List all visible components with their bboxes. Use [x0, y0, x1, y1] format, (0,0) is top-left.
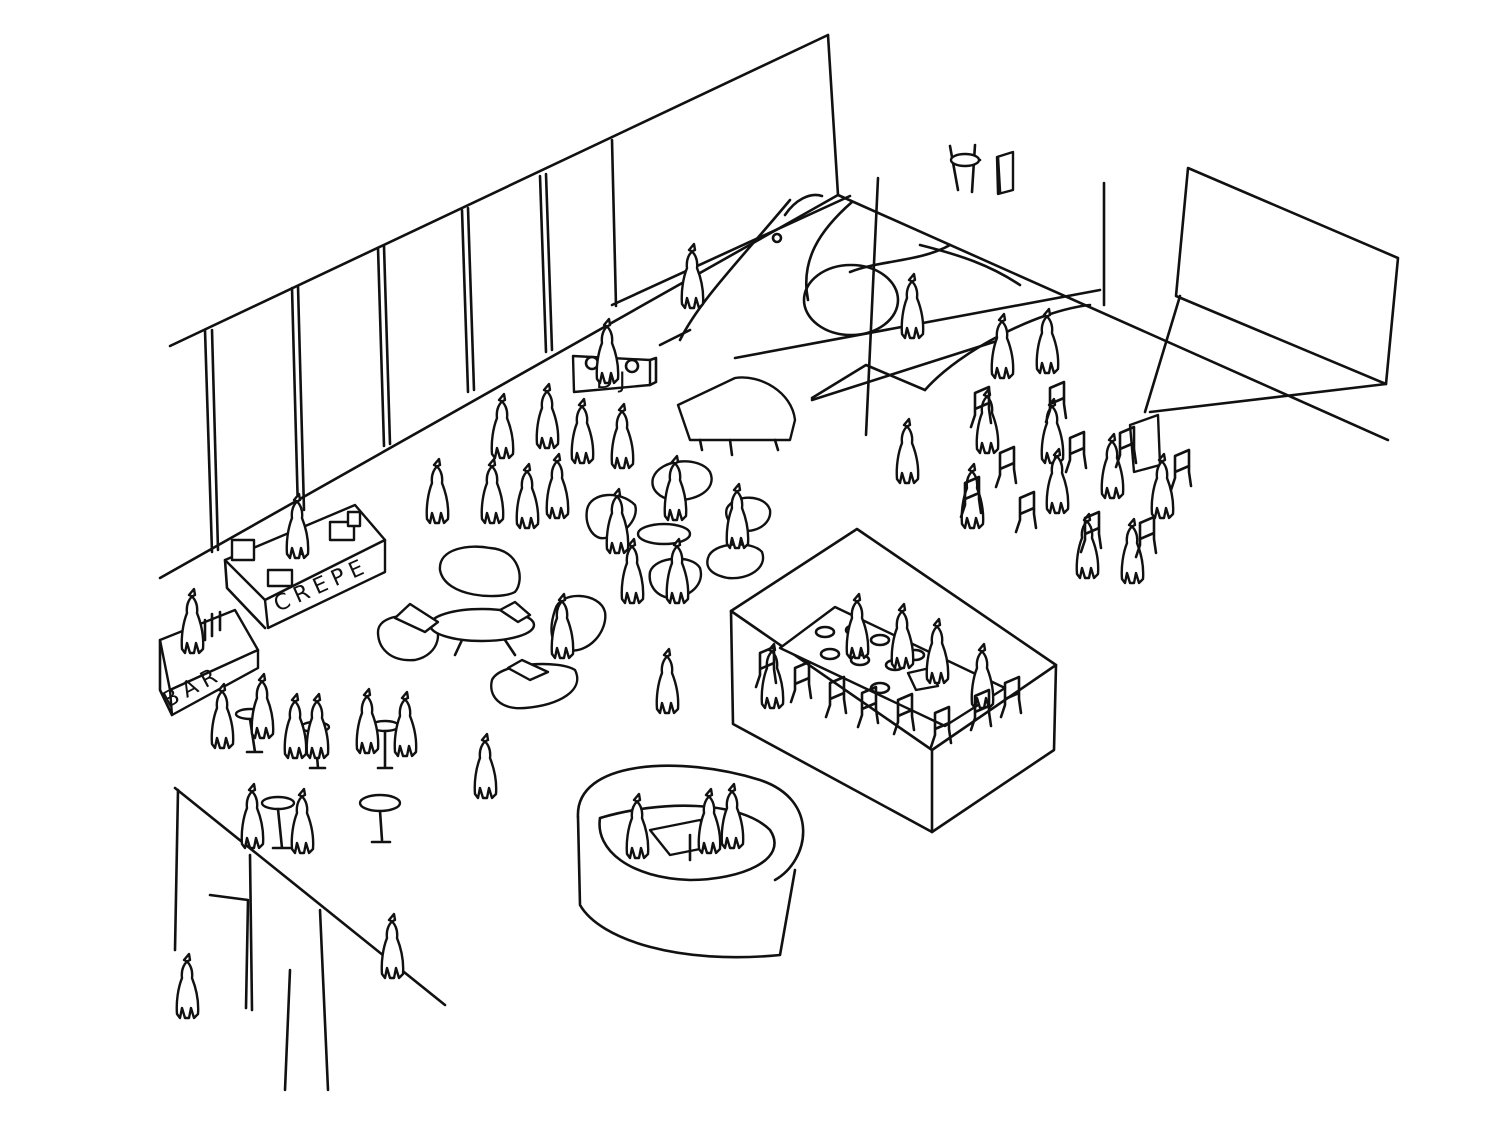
- room-architecture: [158, 33, 1390, 1092]
- chair: [999, 675, 1023, 719]
- person-figure: [290, 787, 315, 855]
- person-figure: [680, 242, 705, 310]
- person-figure: [663, 454, 688, 522]
- person-figure: [490, 392, 515, 460]
- person-figure: [1120, 517, 1145, 585]
- audience-chairs: [754, 380, 1193, 749]
- person-figure: [725, 482, 750, 550]
- person-figure: [570, 397, 595, 465]
- person-figure: [655, 647, 680, 715]
- person-figure: [625, 792, 650, 860]
- game-court: [610, 143, 1102, 402]
- person-figure: [697, 787, 722, 855]
- chair: [1079, 510, 1103, 554]
- person-figure: [1035, 307, 1060, 375]
- person-figure: [550, 592, 575, 660]
- chair: [1064, 430, 1088, 474]
- chair: [959, 475, 983, 519]
- person-figure: [605, 487, 630, 555]
- person-figure: [720, 782, 745, 850]
- person-figure: [283, 692, 308, 760]
- chair: [1114, 425, 1138, 469]
- person-figure: [180, 587, 205, 655]
- chair: [824, 675, 848, 719]
- chair: [856, 685, 880, 729]
- chair: [969, 385, 993, 429]
- person-figure: [240, 782, 265, 850]
- round-pod: [576, 764, 805, 959]
- person-figure: [545, 452, 570, 520]
- people-figures: [175, 242, 1175, 1020]
- person-figure: [535, 382, 560, 450]
- person-figure: [305, 692, 330, 760]
- person-figure: [1045, 447, 1070, 515]
- person-figure: [425, 457, 450, 525]
- chair: [892, 692, 916, 736]
- chair: [1014, 490, 1038, 534]
- chair: [1169, 448, 1193, 492]
- person-figure: [665, 537, 690, 605]
- person-figure: [210, 682, 235, 750]
- person-figure: [355, 687, 380, 755]
- person-figure: [610, 402, 635, 470]
- chair: [1044, 380, 1068, 424]
- person-figure: [975, 387, 1000, 455]
- person-figure: [895, 417, 920, 485]
- projection-screen: [1128, 166, 1400, 474]
- person-figure: [480, 457, 505, 525]
- person-figure: [1150, 452, 1175, 520]
- chair: [1134, 515, 1158, 559]
- person-figure: [595, 317, 620, 385]
- person-figure: [250, 672, 275, 740]
- person-figure: [175, 952, 200, 1020]
- person-figure: [925, 617, 950, 685]
- person-figure: [845, 592, 870, 660]
- chair: [994, 445, 1018, 489]
- person-figure: [1075, 512, 1100, 580]
- person-figure: [760, 642, 785, 710]
- person-figure: [393, 690, 418, 758]
- person-figure: [900, 272, 925, 340]
- person-figure: [515, 462, 540, 530]
- grand-piano: [676, 376, 797, 457]
- chair: [969, 688, 993, 732]
- person-figure: [380, 912, 405, 980]
- person-figure: [620, 537, 645, 605]
- person-figure: [473, 732, 498, 800]
- person-figure: [285, 492, 310, 560]
- person-figure: [1100, 432, 1125, 500]
- person-figure: [890, 602, 915, 670]
- bar-counter: BAR: [158, 608, 260, 717]
- person-figure: [990, 312, 1015, 380]
- chair: [789, 660, 813, 704]
- chair: [754, 645, 778, 689]
- chair: [929, 705, 953, 749]
